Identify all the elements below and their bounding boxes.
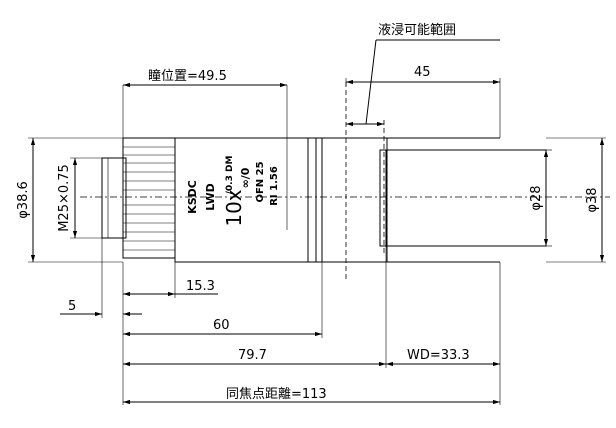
front-barrel bbox=[321, 137, 388, 263]
dim-thread: M25×0.75 bbox=[57, 157, 102, 239]
dim-parfocal: 同焦点距離=113 bbox=[123, 387, 500, 405]
dim-5-label: 5 bbox=[68, 299, 76, 314]
dim-60-label: 60 bbox=[213, 318, 230, 333]
dim-outer-dia: φ38.6 bbox=[16, 137, 123, 263]
knurled-ring bbox=[122, 137, 176, 259]
engraving-type: LWD bbox=[204, 183, 217, 210]
engraving: KSDC LWD 10x /0.3 DM ∞/0 OFN 25 RI 1.56 bbox=[186, 156, 280, 227]
thread-section bbox=[101, 157, 127, 239]
engraving-ri: RI 1.56 bbox=[269, 166, 280, 206]
lens-body bbox=[80, 137, 610, 263]
dim-38: φ38 bbox=[546, 137, 606, 263]
dim-wd: WD=33.3 bbox=[386, 262, 501, 405]
immersion-range-label: 液浸可能範囲 bbox=[378, 23, 456, 38]
outer-diameter-label: φ38.6 bbox=[16, 181, 31, 219]
wd-label: WD=33.3 bbox=[407, 348, 470, 363]
parfocal-distance-label: 同焦点距離=113 bbox=[226, 387, 327, 402]
engraving-na: /0.3 DM bbox=[225, 156, 235, 195]
dim-15-3-label: 15.3 bbox=[186, 279, 215, 294]
immersion-annotation: 液浸可能範囲 bbox=[345, 23, 500, 280]
pupil-position-label: 瞳位置=49.5 bbox=[148, 69, 227, 84]
dim-60: 60 bbox=[123, 262, 323, 338]
dim-5: 5 bbox=[60, 238, 142, 405]
dim-45-label: 45 bbox=[414, 65, 431, 80]
dim-15-3: 15.3 bbox=[123, 262, 218, 298]
engraving-tube: ∞/0 bbox=[239, 167, 252, 188]
nose-section bbox=[385, 149, 547, 247]
pupil-dim: 瞳位置=49.5 bbox=[122, 69, 288, 230]
dim-79-7: 79.7 bbox=[123, 246, 387, 368]
diameter-28-label: φ28 bbox=[529, 185, 544, 210]
engraving-brand: KSDC bbox=[186, 180, 199, 214]
thread-label: M25×0.75 bbox=[57, 164, 72, 232]
dim-45: 45 bbox=[345, 65, 501, 138]
dim-28: φ28 bbox=[529, 149, 552, 247]
diameter-38-label: φ38 bbox=[585, 187, 600, 212]
engraving-ofn: OFN 25 bbox=[255, 161, 266, 202]
dim-79-7-label: 79.7 bbox=[238, 348, 267, 363]
engraving-magnification: 10x bbox=[222, 189, 246, 226]
